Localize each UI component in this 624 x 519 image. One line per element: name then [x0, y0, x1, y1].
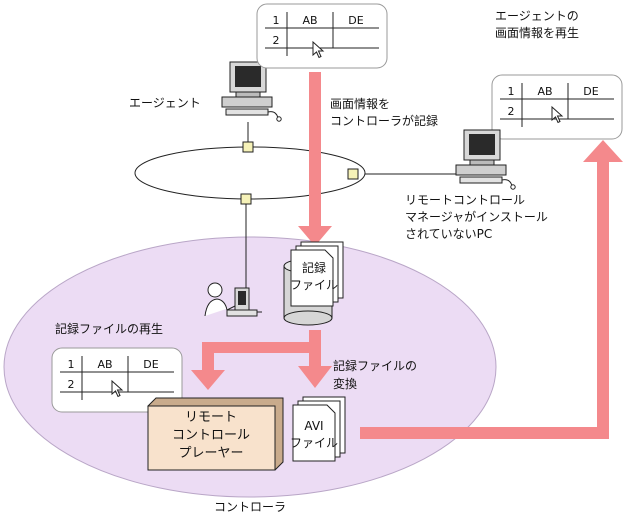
table-cell-ab: AB	[97, 358, 112, 371]
record-label-line2: コントローラが記録	[330, 113, 438, 128]
table-cell-de: DE	[583, 85, 598, 98]
agent-pc-icon	[221, 61, 282, 122]
table-cell-ab: AB	[537, 85, 552, 98]
record-label-line1: 画面情報を	[330, 97, 390, 111]
pc-label-line3: されていないPC	[405, 227, 492, 241]
convert-label-line2: 変換	[333, 376, 357, 391]
table-cell-de: DE	[348, 14, 363, 27]
table-cell-num: 2	[68, 378, 75, 391]
avi-file-line1: AVI	[304, 419, 323, 433]
connector-node	[347, 168, 359, 180]
record-file-line2: ファイル	[290, 278, 338, 292]
table-cell-num: 1	[508, 85, 515, 98]
controller-label: コントローラ	[214, 500, 286, 514]
playback-label: 記録ファイルの再生	[55, 321, 163, 336]
table-cell-num: 2	[273, 34, 280, 47]
table-cell-num: 1	[273, 14, 280, 27]
agent-playback-label-line2: 画面情報を再生	[495, 26, 579, 40]
table-cell-de: DE	[143, 358, 158, 371]
record-file-line1: 記録	[302, 260, 326, 275]
player-line2: コントロール	[172, 428, 250, 443]
table-cell-num: 2	[508, 105, 515, 118]
convert-label-line1: 記録ファイルの	[333, 358, 417, 373]
network-ring	[134, 146, 366, 200]
pc-label-line2: マネージャがインストール	[405, 209, 548, 224]
connector-node	[242, 141, 254, 153]
replayed-screen-table: 1 AB DE 2	[491, 74, 623, 140]
pc-label-line1: リモートコントロール	[405, 193, 525, 207]
player-line1: リモート	[185, 410, 237, 425]
operator-icon	[204, 282, 258, 317]
agent-label: エージェント	[129, 96, 201, 110]
table-cell-ab: AB	[302, 14, 317, 27]
avi-file-line2: ファイル	[290, 436, 338, 450]
agent-screen-table: 1 AB DE 2	[256, 3, 388, 69]
player-box	[147, 397, 284, 471]
playback-screen-table: 1 AB DE 2	[51, 347, 183, 413]
table-cell-num: 1	[68, 358, 75, 371]
record-arrow	[298, 72, 332, 246]
player-line3: プレーヤー	[178, 446, 243, 461]
split-arrow	[191, 330, 332, 390]
agent-playback-label-line1: エージェントの	[495, 9, 579, 23]
connector-node	[240, 193, 252, 205]
